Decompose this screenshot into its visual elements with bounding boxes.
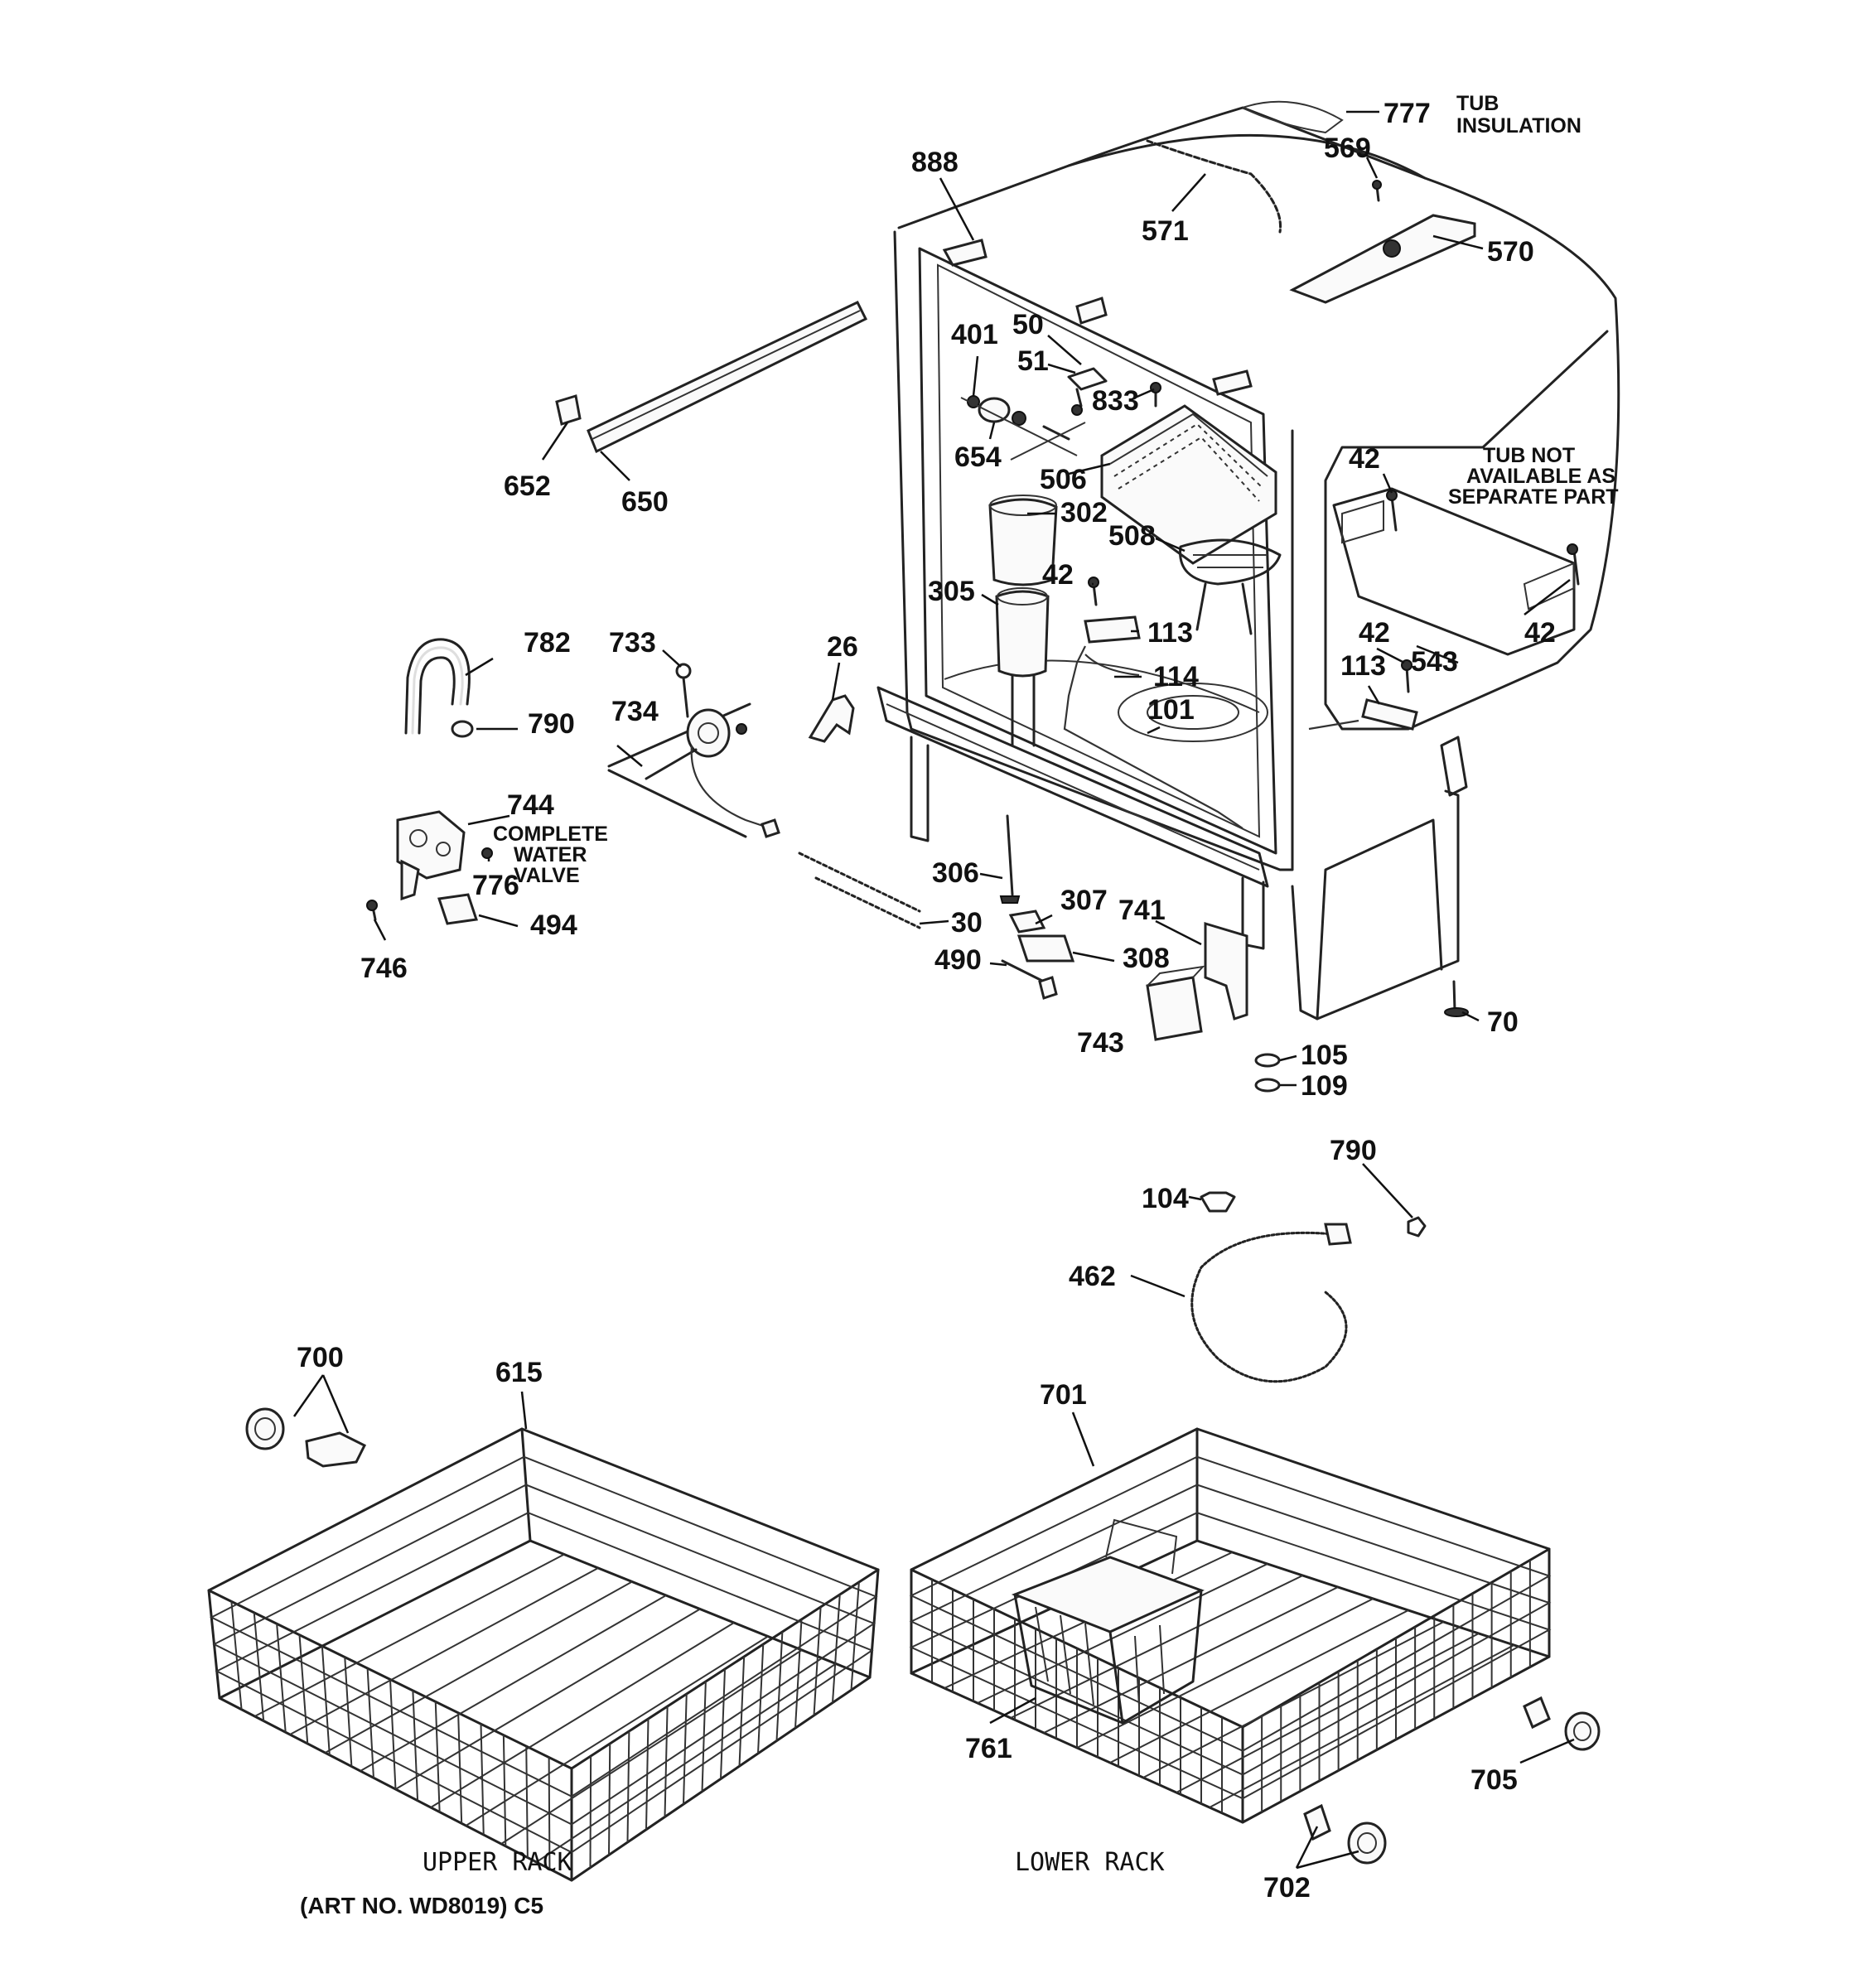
- note-valve-line3: VALVE: [514, 864, 580, 887]
- callout-401: 401: [951, 319, 998, 350]
- left-side-parts: [366, 301, 921, 929]
- callout-761: 761: [965, 1733, 1012, 1764]
- callout-42-d: 42: [1524, 617, 1556, 649]
- callout-42-b: 42: [1042, 559, 1074, 591]
- callout-114: 114: [1153, 661, 1199, 692]
- note-tub-insulation-line1: TUB: [1456, 92, 1499, 115]
- callout-51: 51: [1017, 345, 1049, 377]
- callout-650: 650: [621, 486, 669, 518]
- callout-306: 306: [932, 857, 979, 889]
- tub-assembly: [876, 100, 1620, 1093]
- callout-104: 104: [1142, 1183, 1189, 1214]
- callout-26: 26: [827, 631, 858, 663]
- callout-570: 570: [1487, 236, 1534, 268]
- callout-490: 490: [934, 944, 982, 976]
- callout-790-a: 790: [528, 708, 575, 740]
- note-tub-not-line1: TUB NOT: [1483, 444, 1575, 467]
- callout-labels: 777 569 888 571 570 50 401 51 833 652 65…: [297, 98, 1556, 1904]
- note-tub-not-line2: AVAILABLE AS: [1466, 465, 1615, 488]
- note-valve-line2: WATER: [514, 843, 587, 866]
- callout-571: 571: [1142, 215, 1189, 247]
- callout-782: 782: [524, 627, 571, 659]
- callout-307: 307: [1060, 885, 1108, 916]
- callout-744: 744: [507, 789, 554, 821]
- callout-615: 615: [495, 1357, 543, 1388]
- callout-42-a: 42: [1349, 443, 1380, 475]
- caption-lower-rack: LOWER RACK: [1015, 1848, 1165, 1877]
- art-number: (ART NO. WD8019) C5: [300, 1893, 543, 1918]
- callout-506: 506: [1040, 464, 1087, 495]
- lower-rack: [909, 1427, 1601, 1865]
- callout-700: 700: [297, 1342, 344, 1373]
- callout-302: 302: [1060, 497, 1108, 528]
- callout-733: 733: [609, 627, 656, 659]
- notes: TUB INSULATION TUB NOT AVAILABLE AS SEPA…: [300, 92, 1619, 1918]
- callout-701: 701: [1040, 1379, 1087, 1411]
- callout-776: 776: [472, 870, 519, 901]
- callout-70: 70: [1487, 1006, 1519, 1038]
- callout-305: 305: [928, 576, 975, 607]
- callout-734: 734: [611, 696, 659, 727]
- callout-42-c: 42: [1359, 617, 1390, 649]
- inlet-hose-group: [1190, 1191, 1427, 1383]
- callout-113-a: 113: [1147, 617, 1193, 649]
- note-valve-line1: COMPLETE: [493, 823, 608, 846]
- callout-654: 654: [954, 442, 1002, 473]
- callout-702: 702: [1263, 1872, 1311, 1904]
- caption-upper-rack: UPPER RACK: [423, 1848, 572, 1877]
- callout-462: 462: [1069, 1261, 1116, 1292]
- callout-308: 308: [1123, 943, 1170, 974]
- callout-652: 652: [504, 470, 551, 502]
- callout-109: 109: [1301, 1070, 1348, 1102]
- upper-rack: [207, 1407, 880, 1882]
- callout-101: 101: [1147, 694, 1195, 726]
- callout-494: 494: [530, 910, 577, 941]
- callout-888: 888: [911, 147, 959, 178]
- note-tub-not-line3: SEPARATE PART: [1448, 485, 1619, 509]
- callout-746: 746: [360, 953, 408, 984]
- leader-lines: [292, 110, 1575, 1870]
- callout-105: 105: [1301, 1040, 1348, 1071]
- callout-777: 777: [1384, 98, 1431, 129]
- callout-743: 743: [1077, 1027, 1124, 1059]
- note-tub-insulation-line2: INSULATION: [1456, 114, 1582, 138]
- callout-833: 833: [1092, 385, 1139, 417]
- callout-50: 50: [1012, 309, 1044, 340]
- callout-790-b: 790: [1330, 1135, 1377, 1166]
- callout-508: 508: [1108, 520, 1156, 552]
- callout-30: 30: [951, 907, 983, 939]
- callout-569: 569: [1324, 133, 1371, 164]
- callout-705: 705: [1470, 1764, 1518, 1796]
- callout-741: 741: [1118, 895, 1166, 926]
- callout-543: 543: [1411, 646, 1458, 678]
- callout-113-b: 113: [1340, 650, 1386, 682]
